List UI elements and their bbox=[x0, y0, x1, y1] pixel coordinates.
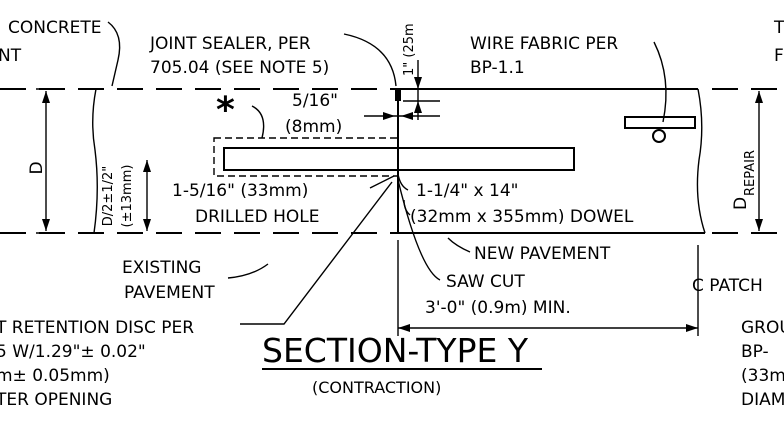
joint-sealer-leader bbox=[343, 33, 397, 87]
gap-dim-label: 5/16" bbox=[292, 91, 338, 111]
wire-fabric-leader bbox=[653, 41, 667, 123]
patch-centerline-label: C PATCH bbox=[692, 276, 763, 296]
drilled-hole-label: 1-5/16" (33mm) bbox=[172, 181, 308, 201]
repair-depth-label: D bbox=[731, 197, 751, 210]
dowel-size-label: (32mm x 355mm) DOWEL bbox=[410, 207, 634, 227]
dowel-label: 1-1/4" x 14" bbox=[416, 181, 518, 201]
joint-sealer-label: JOINT SEALER, PER bbox=[149, 34, 311, 54]
retention-disc-metric-label: m± 0.05mm) bbox=[0, 366, 110, 386]
star-leader bbox=[251, 105, 265, 139]
existing-pavement-label: EXISTING bbox=[122, 258, 201, 278]
right-note-line4: DIAM bbox=[741, 390, 784, 410]
section-title: SECTION-TYPE Y bbox=[262, 331, 529, 370]
retention-disc-leader bbox=[240, 181, 393, 325]
existing-pavement-label-line2: PAVEMENT bbox=[124, 283, 215, 303]
retention-disc-opening-label: TER OPENING bbox=[0, 390, 112, 410]
new-pavement-label: NEW PAVEMENT bbox=[474, 244, 611, 264]
right-top-note-line1: T bbox=[773, 18, 784, 38]
saw-cut-label: SAW CUT bbox=[446, 272, 525, 292]
gap-dim-metric-label: (8mm) bbox=[285, 117, 342, 137]
wire-fabric-label: WIRE FABRIC PER bbox=[470, 34, 618, 54]
left-break-line bbox=[92, 88, 98, 234]
wire-fabric-ref-label: BP-1.1 bbox=[470, 58, 525, 78]
right-top-note-line2: F bbox=[774, 46, 784, 66]
dowel-bar bbox=[223, 147, 575, 171]
min-length-label: 3'-0" (0.9m) MIN. bbox=[425, 298, 571, 318]
retention-disc-size-label: 5 W/1.29"± 0.02" bbox=[0, 342, 146, 362]
depth-label: D bbox=[27, 161, 47, 174]
concrete-label: CONCRETE bbox=[8, 18, 102, 38]
retention-disc-label: T RETENTION DISC PER bbox=[0, 318, 194, 338]
right-break-line bbox=[696, 88, 706, 234]
saw-cut-leader bbox=[397, 179, 441, 281]
right-note-line3: (33m bbox=[741, 366, 784, 386]
concrete-label-line2: NT bbox=[0, 46, 22, 66]
concrete-leader bbox=[107, 21, 121, 87]
drilled-hole-label-line2: DRILLED HOLE bbox=[195, 207, 319, 227]
half-depth-label: D/2±1/2" bbox=[101, 166, 116, 226]
wire-fabric-bar bbox=[652, 129, 666, 143]
repair-depth-subscript: REPAIR bbox=[743, 150, 758, 196]
joint-sealer-block bbox=[395, 89, 401, 101]
drilled-hole-outline bbox=[213, 137, 399, 177]
new-pavement-leader bbox=[447, 237, 471, 253]
right-note-line1: GROU bbox=[741, 318, 784, 338]
top-cover-label: 1" (25m bbox=[402, 23, 417, 76]
drilled-hole-leader bbox=[369, 175, 395, 189]
section-subtitle: (CONTRACTION) bbox=[312, 378, 441, 397]
joint-sealer-ref-label: 705.04 (SEE NOTE 5) bbox=[150, 58, 329, 78]
dowel-leader-2 bbox=[403, 199, 411, 216]
star-symbol: * bbox=[216, 90, 235, 131]
wire-fabric-chair bbox=[624, 116, 696, 129]
dowel-leader bbox=[397, 173, 409, 191]
existing-pavement-leader bbox=[227, 263, 269, 279]
right-note-line2: BP- bbox=[741, 342, 769, 362]
half-depth-metric-label: (±13mm) bbox=[120, 165, 135, 228]
